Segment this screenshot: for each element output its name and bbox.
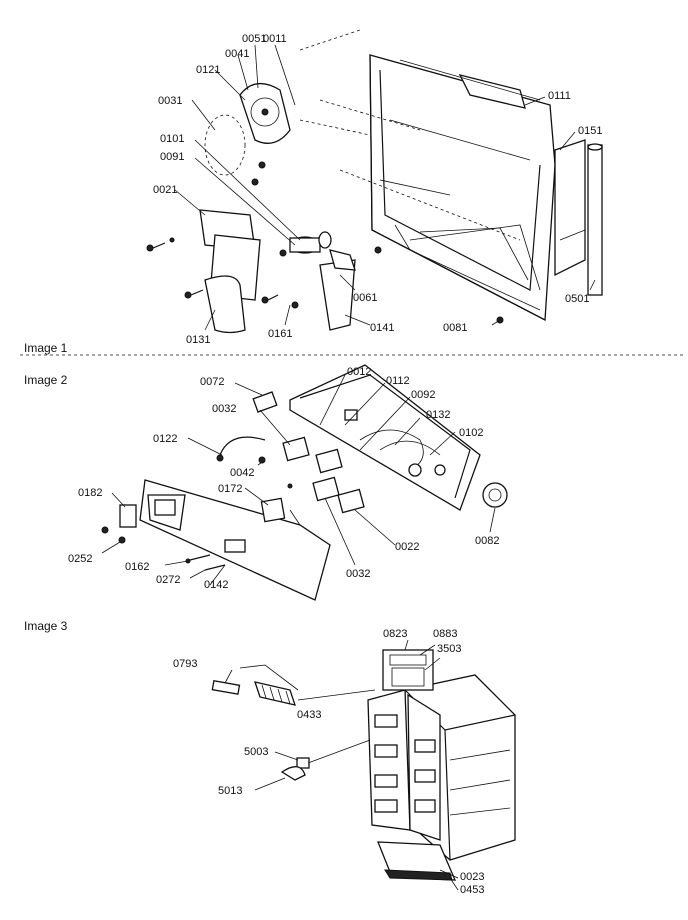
callout: 0122 (153, 433, 177, 445)
callout: 0101 (160, 133, 184, 145)
callout: 0022 (395, 541, 419, 553)
callout: 0091 (160, 151, 184, 163)
image3-drawing (211, 639, 516, 891)
callout: 0082 (475, 535, 499, 547)
callout: 0041 (225, 48, 249, 60)
callout: 0182 (78, 487, 102, 499)
callout: 0272 (156, 574, 180, 586)
callout: 0172 (218, 483, 242, 495)
callout: 0823 (383, 628, 407, 640)
callout: 5003 (244, 746, 268, 758)
callout: 0793 (173, 658, 197, 670)
callout: 0102 (459, 427, 483, 439)
callout: 0081 (443, 322, 467, 334)
callout: 0453 (460, 884, 484, 896)
section-title-image3: Image 3 (24, 619, 68, 633)
callout: 0051 (242, 33, 266, 45)
callout: 0111 (548, 90, 571, 102)
callout: 3503 (437, 643, 461, 655)
callout: 0032 (346, 568, 370, 580)
callout: 0151 (578, 125, 602, 137)
callout: 0121 (196, 64, 220, 76)
image1-drawing (146, 29, 603, 334)
callout: 0883 (433, 628, 457, 640)
callout: 0112 (386, 375, 410, 387)
section-title-image2: Image 2 (24, 373, 68, 387)
callout: 0011 (263, 33, 287, 45)
callout: 0092 (411, 389, 435, 401)
callout: 0021 (153, 184, 177, 196)
callout: 0141 (370, 322, 394, 334)
callout: 0072 (200, 376, 224, 388)
callout: 0031 (158, 95, 182, 107)
image2-drawing (101, 364, 508, 601)
callout: 0023 (460, 871, 484, 883)
callout: 5013 (218, 785, 242, 797)
callout: 0162 (125, 561, 149, 573)
callout: 0032 (212, 403, 236, 415)
callout: 0042 (230, 467, 254, 479)
callout: 0012 (347, 366, 371, 378)
callout: 0252 (68, 553, 92, 565)
section-title-image1: Image 1 (24, 341, 68, 355)
callout: 0132 (426, 409, 450, 421)
callout: 0161 (268, 328, 292, 340)
callout: 0131 (186, 334, 210, 346)
callout: 0501 (565, 293, 589, 305)
callout: 0433 (297, 709, 321, 721)
callout: 0061 (353, 292, 377, 304)
callout: 0142 (204, 579, 228, 591)
